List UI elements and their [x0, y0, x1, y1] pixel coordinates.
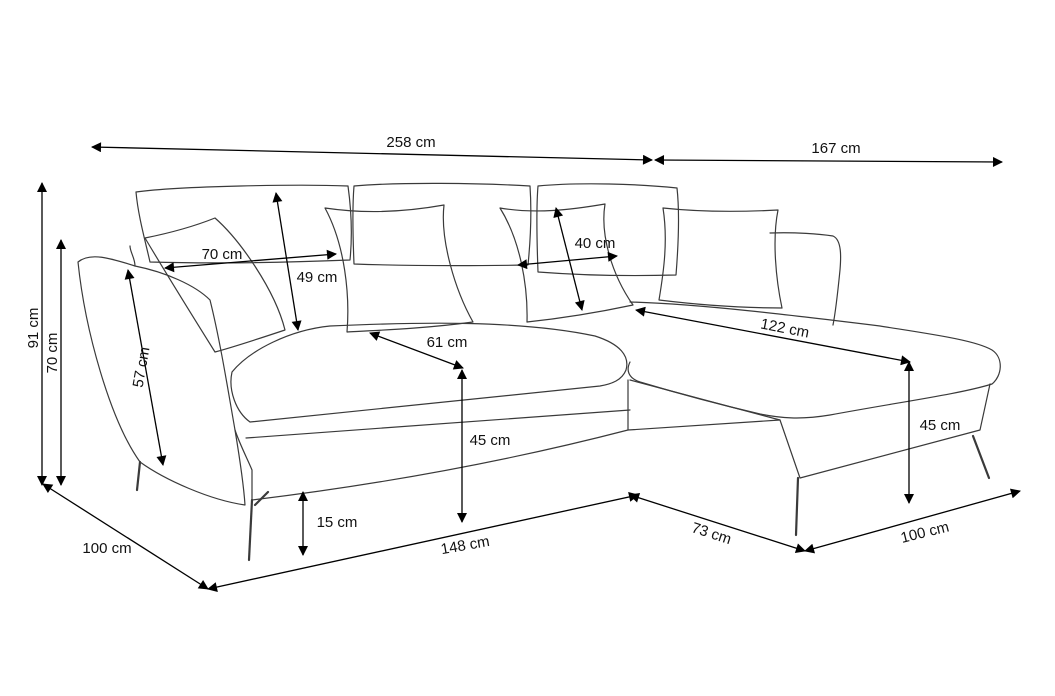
chaise-arm	[769, 232, 842, 326]
dim-line-100-right	[804, 488, 1021, 554]
label-61: 61 cm	[427, 334, 468, 351]
leg-front-left	[247, 498, 254, 562]
dim-line-40-width	[517, 251, 618, 270]
label-49: 49 cm	[297, 269, 338, 286]
throw-pillow-1	[144, 217, 286, 353]
label-100-left: 100 cm	[82, 540, 131, 557]
label-258: 258 cm	[386, 134, 435, 151]
dim-line-70-pillow	[164, 249, 337, 273]
sofa-outline	[77, 182, 1001, 562]
label-40: 40 cm	[575, 235, 616, 252]
sofa-base	[234, 379, 629, 501]
dim-line-73	[629, 492, 806, 554]
dim-line-49	[272, 192, 302, 331]
dimension-labels: 258 cm 167 cm 91 cm 70 cm 57 cm 70 cm 49…	[25, 134, 960, 558]
label-45-seat: 45 cm	[470, 432, 511, 449]
label-15: 15 cm	[317, 514, 358, 531]
seat-cushion	[230, 322, 628, 423]
label-167: 167 cm	[811, 140, 860, 157]
throw-pillow-3	[499, 203, 634, 323]
dim-line-258	[91, 142, 653, 165]
dim-line-148	[207, 492, 639, 592]
throw-pillow-2	[324, 204, 474, 333]
left-armrest	[77, 256, 246, 506]
label-57: 57 cm	[130, 346, 154, 389]
back-cushion-left	[135, 184, 352, 264]
label-45-chaise: 45 cm	[920, 417, 961, 434]
dim-line-167	[654, 155, 1003, 167]
leg-back-left	[135, 460, 142, 492]
dim-line-57	[124, 269, 167, 466]
label-70-height: 70 cm	[44, 333, 61, 374]
dim-line-122	[635, 306, 911, 366]
leg-chaise-front	[794, 476, 800, 537]
label-91: 91 cm	[25, 308, 42, 349]
dim-line-100-left	[42, 483, 209, 590]
leg-chaise-back	[971, 434, 991, 480]
label-73: 73 cm	[689, 519, 733, 548]
back-cushion-middle	[352, 182, 532, 267]
dim-line-40-height	[553, 207, 585, 311]
label-70-pillow: 70 cm	[202, 246, 243, 263]
dimension-lines	[37, 142, 1021, 592]
dim-line-61	[369, 331, 464, 370]
